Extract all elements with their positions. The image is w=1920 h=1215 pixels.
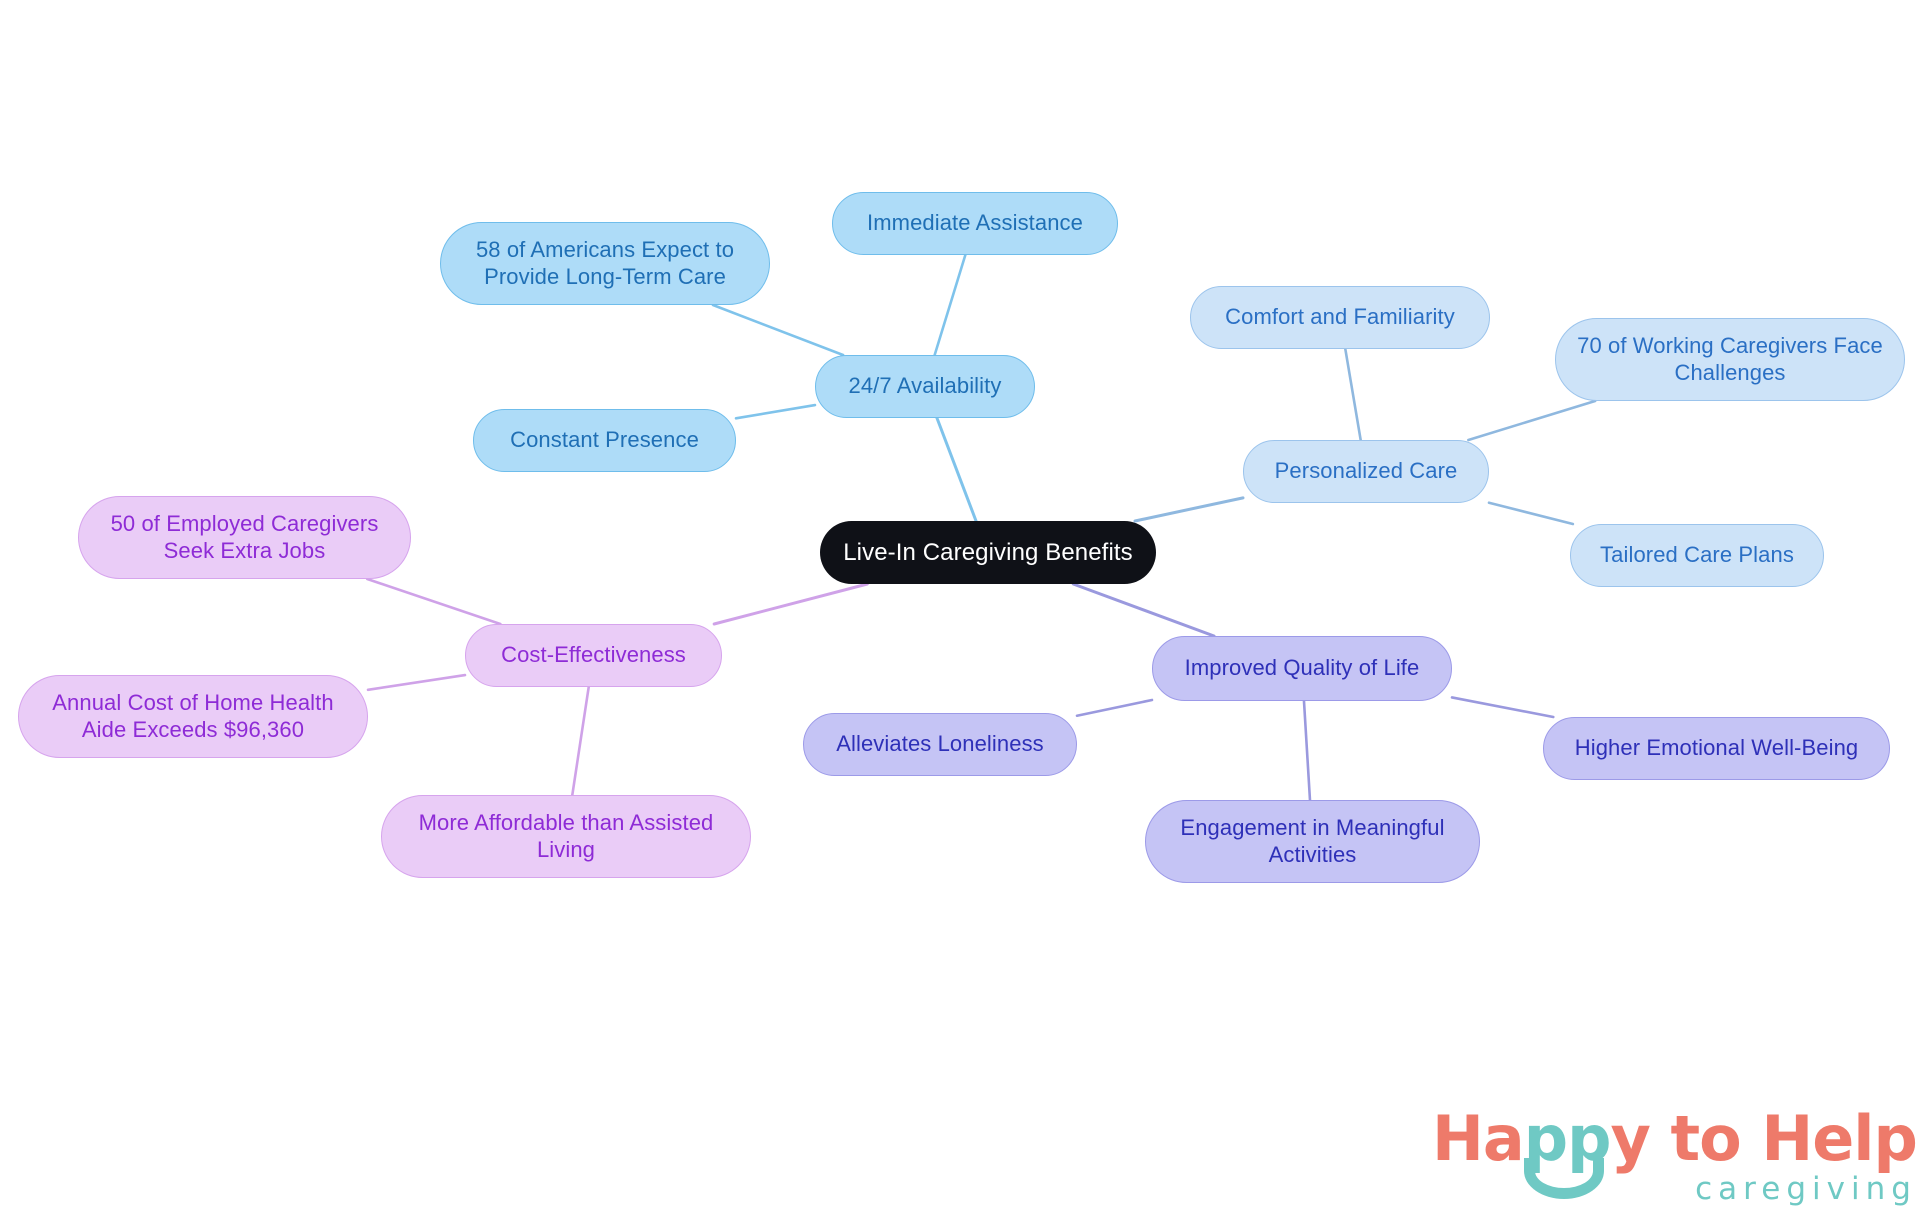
edge-personalized-care-to-comfort-and-familiarity — [1344, 347, 1362, 442]
logo-text-y: y — [1610, 1102, 1651, 1175]
logo-wordmark: Happy to Help — [1432, 1108, 1918, 1199]
leaf-node-58-of-americans-expect-to-provide-long-term-care[interactable]: 58 of Americans Expect to Provide Long-T… — [440, 222, 770, 305]
edge-personalized-care-to-tailored-care-plans — [1487, 501, 1575, 526]
edge-availability-to-58-of-americans-expect-to-provide-long-term-care — [711, 303, 845, 357]
edge-root-to-availability — [935, 416, 978, 523]
leaf-node-constant-presence-label: Constant Presence — [510, 427, 699, 453]
leaf-node-higher-emotional-well-being[interactable]: Higher Emotional Well-Being — [1543, 717, 1890, 780]
leaf-node-tailored-care-plans-label: Tailored Care Plans — [1600, 542, 1794, 568]
edge-quality-of-life-to-higher-emotional-well-being — [1450, 696, 1555, 719]
branch-node-quality-of-life[interactable]: Improved Quality of Life — [1152, 636, 1452, 701]
edge-quality-of-life-to-engagement-in-meaningful-activities — [1302, 699, 1312, 802]
leaf-node-50-of-employed-caregivers-seek-extra-jobs-label: 50 of Employed Caregivers Seek Extra Job… — [110, 510, 379, 563]
edge-availability-to-constant-presence — [734, 403, 817, 420]
leaf-node-50-of-employed-caregivers-seek-extra-jobs[interactable]: 50 of Employed Caregivers Seek Extra Job… — [78, 496, 411, 579]
branch-node-availability-label: 24/7 Availability — [848, 373, 1002, 399]
brand-logo: Happy to Help caregiving — [1432, 1108, 1918, 1207]
logo-text-ha: Ha — [1432, 1102, 1525, 1175]
leaf-node-tailored-care-plans[interactable]: Tailored Care Plans — [1570, 524, 1824, 587]
smile-icon — [1524, 1158, 1604, 1199]
leaf-node-higher-emotional-well-being-label: Higher Emotional Well-Being — [1574, 735, 1859, 761]
branch-node-cost-effectiveness-label: Cost-Effectiveness — [501, 642, 686, 668]
leaf-node-comfort-and-familiarity[interactable]: Comfort and Familiarity — [1190, 286, 1490, 349]
branch-node-availability[interactable]: 24/7 Availability — [815, 355, 1035, 418]
leaf-node-70-of-working-caregivers-face-challenges-label: 70 of Working Caregivers Face Challenges — [1577, 332, 1883, 385]
leaf-node-more-affordable-than-assisted-living-label: More Affordable than Assisted Living — [418, 809, 714, 862]
edge-cost-effectiveness-to-annual-cost-of-home-health-aide-exceeds-96-360 — [366, 673, 467, 692]
leaf-node-comfort-and-familiarity-label: Comfort and Familiarity — [1225, 304, 1455, 330]
edge-cost-effectiveness-to-more-affordable-than-assisted-living — [571, 685, 591, 797]
leaf-node-58-of-americans-expect-to-provide-long-term-care-label: 58 of Americans Expect to Provide Long-T… — [475, 236, 735, 289]
leaf-node-engagement-in-meaningful-activities[interactable]: Engagement in Meaningful Activities — [1145, 800, 1480, 883]
edge-cost-effectiveness-to-50-of-employed-caregivers-seek-extra-jobs — [365, 577, 502, 626]
branch-node-cost-effectiveness[interactable]: Cost-Effectiveness — [465, 624, 722, 687]
leaf-node-engagement-in-meaningful-activities-label: Engagement in Meaningful Activities — [1180, 814, 1445, 867]
logo-text-to-help: to Help — [1649, 1102, 1918, 1175]
leaf-node-more-affordable-than-assisted-living[interactable]: More Affordable than Assisted Living — [381, 795, 751, 878]
logo-tagline: caregiving — [1695, 1171, 1917, 1207]
leaf-node-70-of-working-caregivers-face-challenges[interactable]: 70 of Working Caregivers Face Challenges — [1555, 318, 1905, 401]
edge-root-to-personalized-care — [1133, 496, 1245, 523]
leaf-node-annual-cost-of-home-health-aide-exceeds-96-360-label: Annual Cost of Home Health Aide Exceeds … — [52, 689, 334, 742]
root-node-label: Live-In Caregiving Benefits — [843, 538, 1133, 566]
root-node[interactable]: Live-In Caregiving Benefits — [820, 521, 1156, 584]
edge-quality-of-life-to-alleviates-loneliness — [1075, 698, 1154, 718]
leaf-node-alleviates-loneliness-label: Alleviates Loneliness — [836, 731, 1044, 757]
branch-node-personalized-care[interactable]: Personalized Care — [1243, 440, 1489, 503]
edge-availability-to-immediate-assistance — [933, 253, 967, 357]
branch-node-personalized-care-label: Personalized Care — [1274, 458, 1458, 484]
leaf-node-immediate-assistance-label: Immediate Assistance — [867, 210, 1083, 236]
leaf-node-constant-presence[interactable]: Constant Presence — [473, 409, 736, 472]
branch-node-quality-of-life-label: Improved Quality of Life — [1184, 655, 1420, 681]
leaf-node-alleviates-loneliness[interactable]: Alleviates Loneliness — [803, 713, 1077, 776]
leaf-node-immediate-assistance[interactable]: Immediate Assistance — [832, 192, 1118, 255]
edge-root-to-quality-of-life — [1071, 582, 1216, 638]
edge-root-to-cost-effectiveness — [712, 582, 869, 626]
edge-personalized-care-to-70-of-working-caregivers-face-challenges — [1467, 399, 1597, 442]
leaf-node-annual-cost-of-home-health-aide-exceeds-96-360[interactable]: Annual Cost of Home Health Aide Exceeds … — [18, 675, 368, 758]
